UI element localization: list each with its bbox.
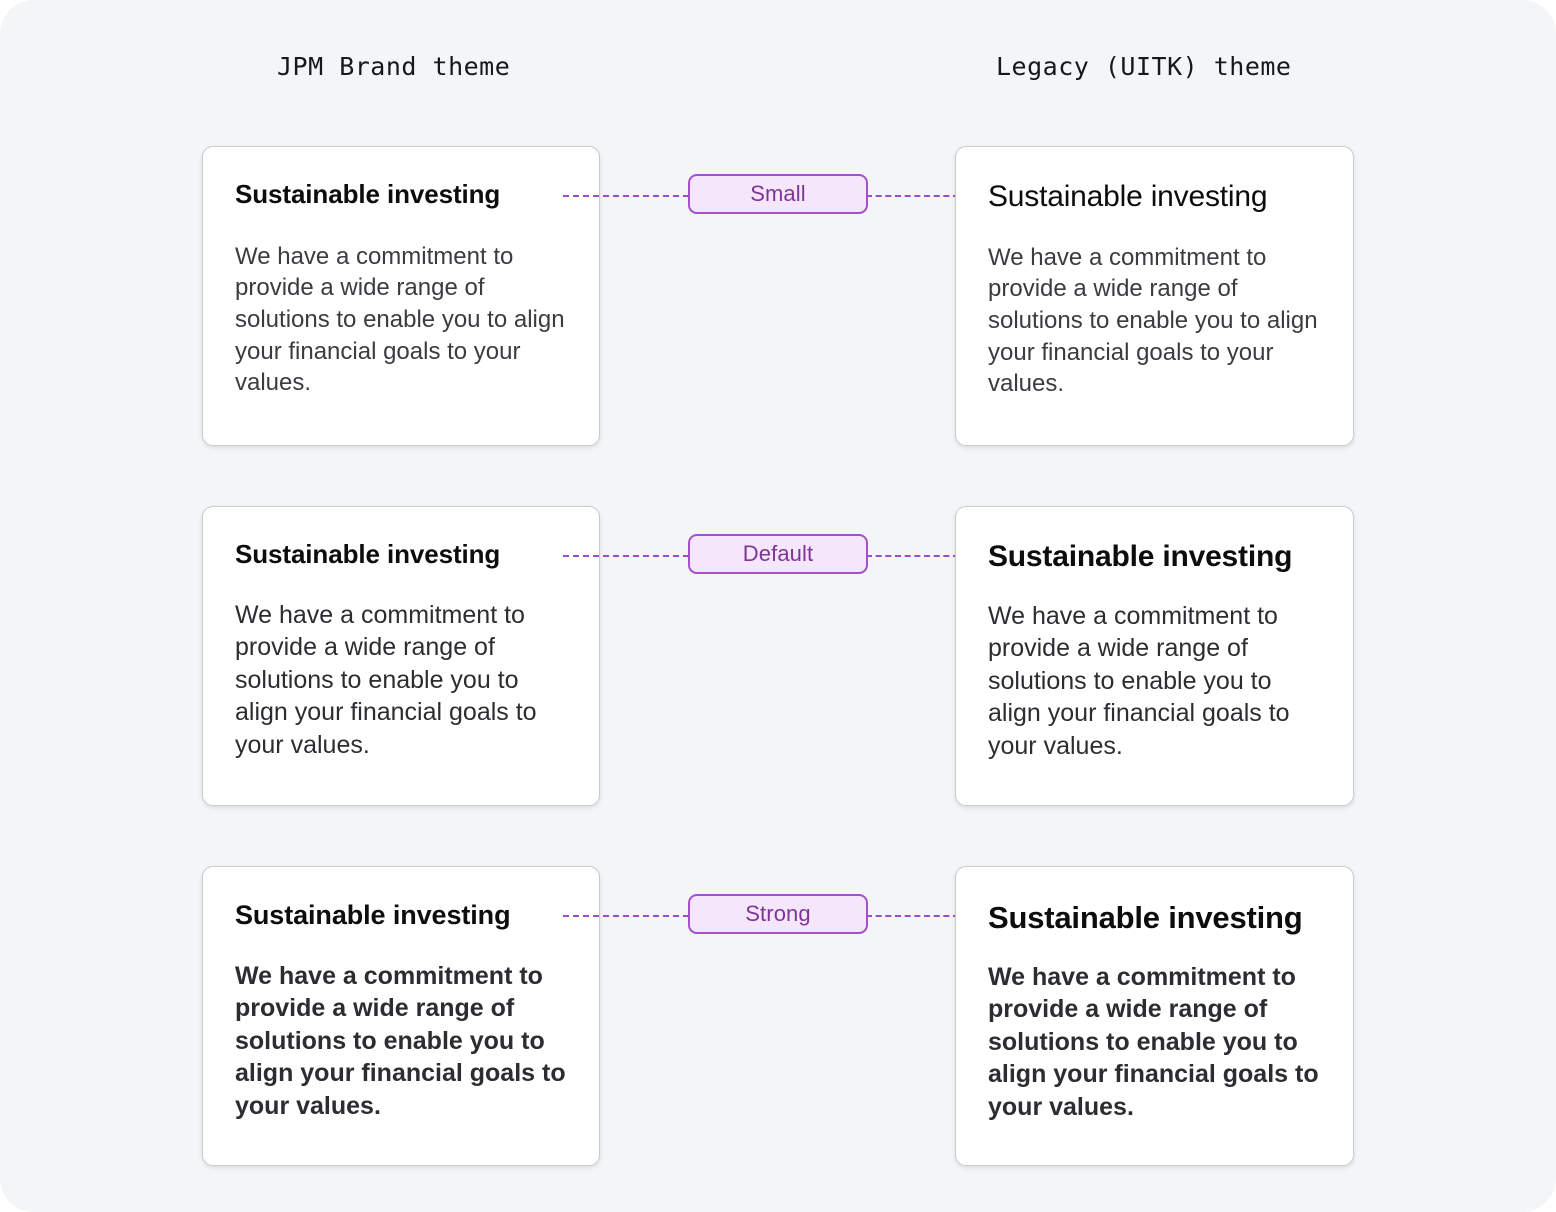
card-uitk-default[interactable]: Sustainable investing We have a commitme… [955,506,1354,806]
comparison-row-strong: Sustainable investing We have a commitme… [0,866,1556,1166]
card-body: We have a commitment to provide a wide r… [988,601,1290,760]
comparison-row-default: Sustainable investing We have a commitme… [0,506,1556,806]
card-body: We have a commitment to provide a wide r… [235,242,565,397]
card-title: Sustainable investing [235,179,501,209]
size-badge-small[interactable]: Small [688,174,868,214]
connector-line-left [563,555,689,559]
connector-line-right [866,555,988,559]
card-title: Sustainable investing [235,900,511,930]
card-title: Sustainable investing [988,540,1293,573]
card-uitk-small[interactable]: Sustainable investing We have a commitme… [955,146,1354,446]
size-badge-default[interactable]: Default [688,534,868,574]
card-uitk-strong[interactable]: Sustainable investing We have a commitme… [955,866,1354,1166]
connector-line-left [563,915,689,919]
card-body: We have a commitment to provide a wide r… [235,961,566,1120]
card-title: Sustainable investing [988,180,1268,213]
connector-line-left [563,195,689,199]
card-jpm-strong[interactable]: Sustainable investing We have a commitme… [202,866,600,1166]
comparison-row-small: Sustainable investing We have a commitme… [0,146,1556,446]
column-header-legacy-uitk: Legacy (UITK) theme [996,52,1292,81]
card-jpm-small[interactable]: Sustainable investing We have a commitme… [202,146,600,446]
card-jpm-default[interactable]: Sustainable investing We have a commitme… [202,506,600,806]
column-header-jpm-brand: JPM Brand theme [277,52,511,81]
connector-line-right [866,915,988,919]
card-body: We have a commitment to provide a wide r… [988,962,1319,1121]
card-body: We have a commitment to provide a wide r… [988,243,1318,398]
connector-line-right [866,195,988,199]
size-badge-strong[interactable]: Strong [688,894,868,934]
card-title: Sustainable investing [235,539,501,569]
card-title: Sustainable investing [988,900,1303,935]
card-body: We have a commitment to provide a wide r… [235,600,537,759]
